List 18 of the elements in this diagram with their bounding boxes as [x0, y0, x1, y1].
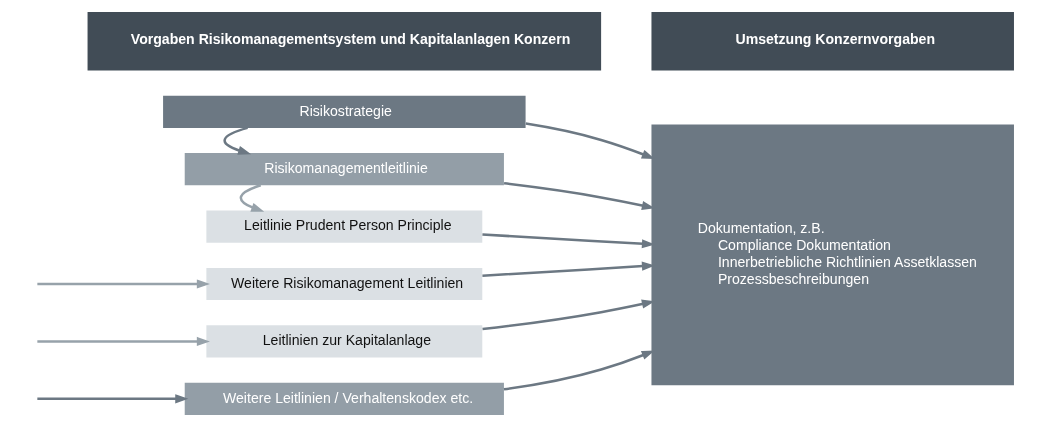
arrow	[37, 279, 210, 289]
node-box: Dokumentation, z.B. Compliance Dokumentation Innerbetriebliche Richtlinien Assetklassen Prozessbeschreibungen	[651, 124, 1014, 386]
node-box: Risikomanagementleitlinie	[184, 153, 504, 186]
node-box: Weitere Leitlinien / Verhaltenskodex etc.	[184, 382, 504, 415]
arrow	[223, 126, 252, 155]
arrow	[503, 182, 655, 210]
arrow	[239, 184, 265, 212]
node-box: Risikostrategie	[163, 95, 526, 128]
arrow	[37, 336, 210, 346]
arrow	[37, 394, 189, 404]
arrow	[482, 299, 655, 331]
node-box: Leitlinie Prudent Person Principle	[206, 210, 483, 243]
node-box: Umsetzung Konzernvorgaben	[651, 12, 1014, 71]
arrow	[525, 122, 655, 160]
node-box: Vorgaben Risikomanagementsystem und Kapitalanlagen Konzern	[87, 12, 602, 71]
arrow	[503, 350, 655, 391]
node-box: Weitere Risikomanagement Leitlinien	[206, 267, 483, 301]
node-box: Leitlinien zur Kapitalanlage	[206, 325, 483, 358]
